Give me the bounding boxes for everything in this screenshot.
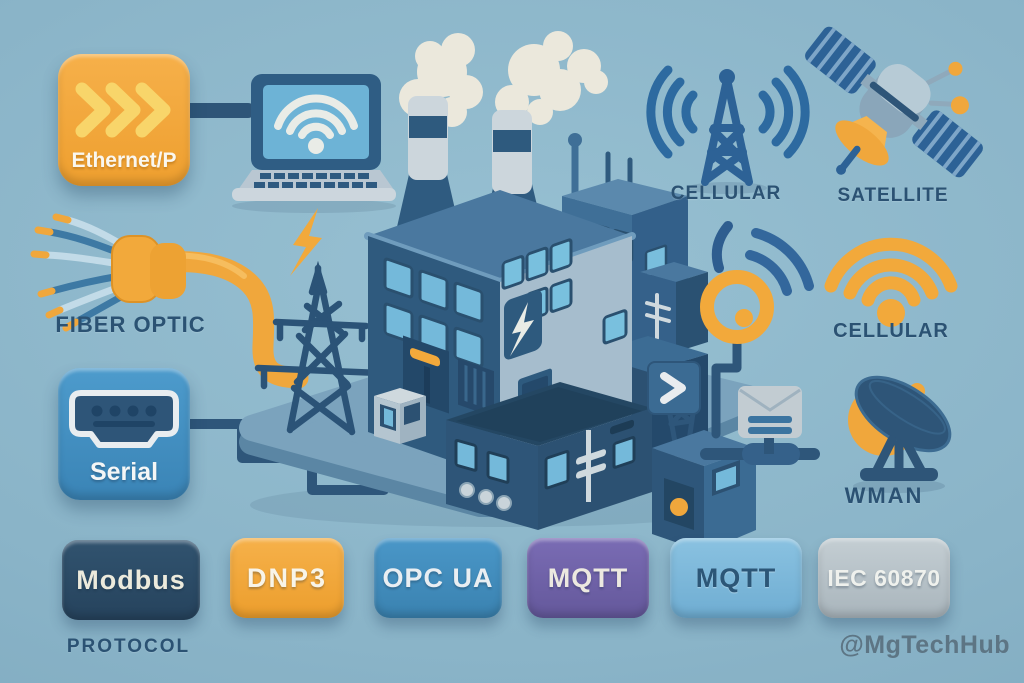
dish-shadow — [853, 479, 945, 493]
message-sign — [738, 386, 802, 438]
cellular-tower-label: CELLULAR — [670, 183, 782, 204]
protocol-badge-mqtt-2: MQTT — [670, 538, 802, 618]
watermark: @MgTechHub — [839, 631, 1010, 659]
serial-badge: Serial — [58, 368, 190, 500]
factory-building — [364, 31, 636, 478]
signal-waves-icon — [646, 65, 810, 159]
envelope-flap-icon — [739, 388, 801, 412]
fiber-optic-label: FIBER OPTIC — [55, 312, 206, 337]
chevron-right-icon — [660, 372, 686, 404]
protocol-badge-mqtt-1: MQTT — [527, 538, 649, 618]
protocol-caption: PROTOCOL — [66, 636, 191, 657]
sensor-ring-icon — [700, 221, 814, 344]
triple-chevron-icon — [75, 82, 171, 138]
wman-label: WMAN — [844, 483, 924, 508]
protocol-badge-dnp3: DNP3 — [230, 538, 344, 618]
satellite-label: SATELLITE — [837, 185, 949, 206]
fiber-optic-cable-icon — [30, 213, 309, 389]
utility-pole-signbox — [640, 262, 708, 352]
ethernet-badge: Ethernet/P — [58, 54, 190, 186]
bolt-glyph — [510, 302, 534, 357]
indicator-dot — [670, 498, 688, 516]
ethernet-cable-connector — [183, 103, 255, 118]
serial-port-icon — [69, 390, 179, 448]
keyboard-keys — [254, 173, 377, 188]
wifi-orange-icon — [824, 237, 958, 327]
laptop-wifi-icon — [274, 94, 358, 139]
device-cube — [647, 361, 756, 552]
rivets — [459, 482, 512, 511]
laptop-shadow — [232, 199, 396, 213]
protocol-badge-opcua: OPC UA — [374, 538, 502, 618]
wman-dish-icon — [848, 375, 952, 481]
cellular-wifi-label: CELLULAR — [833, 320, 949, 342]
satellite-icon — [805, 26, 983, 178]
cell-tower-icon — [646, 65, 810, 186]
power-pole-glyph — [645, 293, 671, 340]
smoke-clouds — [399, 31, 608, 127]
protocol-badge-modbus: Modbus — [62, 540, 200, 620]
laptop-illustration — [232, 74, 396, 201]
serial-label: Serial — [89, 458, 159, 486]
transmission-tower-icon — [254, 260, 384, 436]
lightning-bolt-icon — [290, 208, 322, 276]
storage-cube — [374, 388, 426, 444]
chevron-sign — [647, 361, 701, 415]
low-building — [446, 382, 652, 530]
ethernet-label: Ethernet/P — [71, 149, 177, 172]
protocol-badge-iec60870: IEC 60870 — [818, 538, 950, 618]
